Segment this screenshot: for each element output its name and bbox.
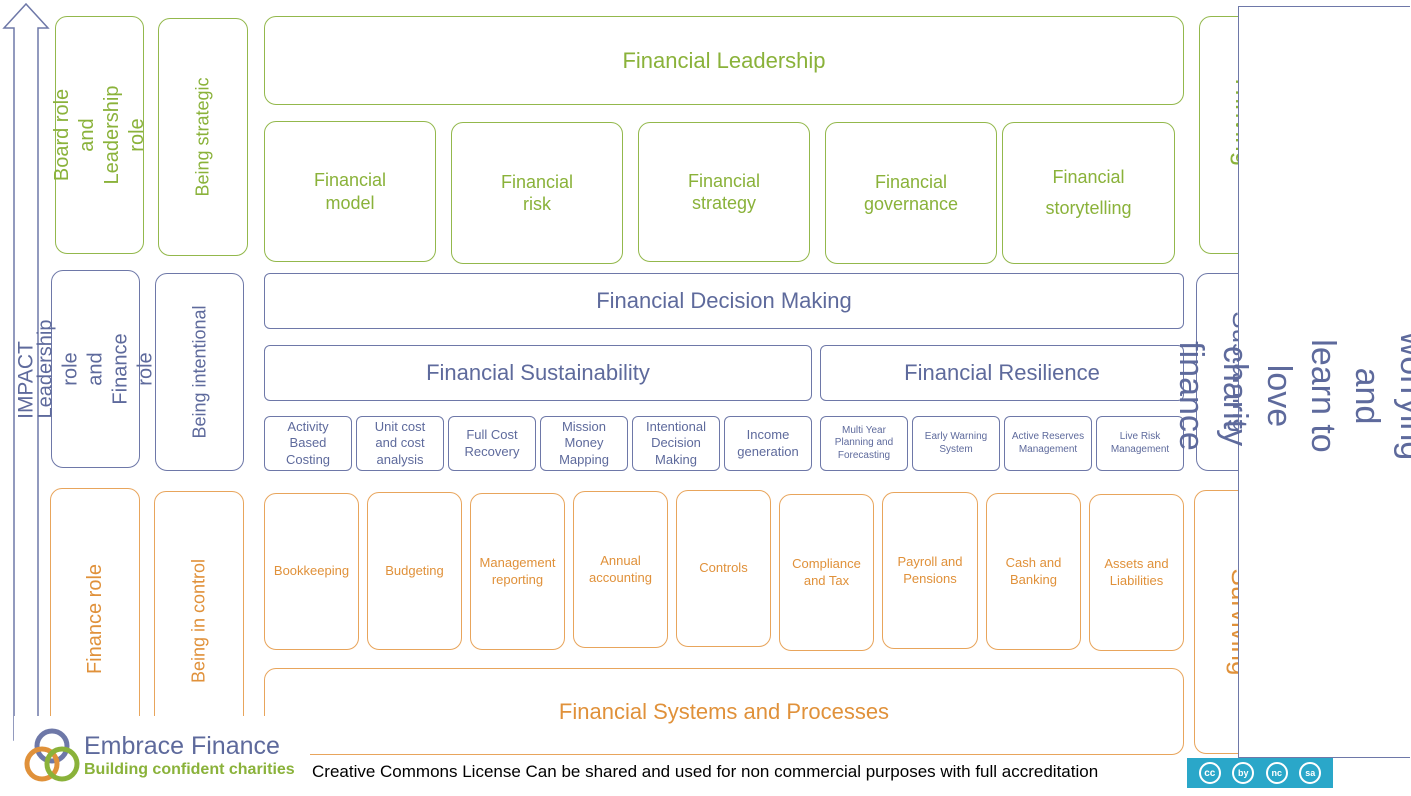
attribution-icon: by	[1232, 762, 1255, 784]
item-early-warning-system: Early Warning System	[912, 416, 1000, 471]
item-financial-risk: Financial risk	[451, 122, 623, 264]
cc-license-badge[interactable]: cc by nc sa	[1187, 758, 1333, 788]
mode-being-strategic: Being strategic	[158, 18, 248, 256]
item-financial-model: Financial model	[264, 121, 436, 262]
item-financial-governance: Financial governance	[825, 122, 997, 264]
logo: Embrace Finance Building confident chari…	[14, 716, 310, 794]
item-management-reporting: Management reporting	[470, 493, 565, 650]
logo-name: Embrace Finance	[84, 732, 280, 760]
mode-being-in-control: Being in control	[154, 491, 244, 750]
item-financial-strategy: Financial strategy	[638, 122, 810, 262]
logo-tagline: Building confident charities	[84, 761, 295, 778]
item-mission-money-mapping: Mission Money Mapping	[540, 416, 628, 471]
mode-being-intentional: Being intentional	[155, 273, 244, 471]
item-full-cost-recovery: Full Cost Recovery	[448, 416, 536, 471]
item-active-reserves-management: Active Reserves Management	[1004, 416, 1092, 471]
item-live-risk-management: Live Risk Management	[1096, 416, 1184, 471]
header-financial-resilience: Financial Resilience	[820, 345, 1184, 401]
role-board-leadership: Board role and Leadership role	[51, 16, 148, 254]
share-alike-icon: sa	[1299, 762, 1322, 784]
item-cash-and-banking: Cash and Banking	[986, 493, 1081, 650]
logo-rings-icon	[24, 728, 80, 782]
item-intentional-decision-making: Intentional Decision Making	[632, 416, 720, 471]
impact-arrow-icon	[2, 2, 50, 741]
role-leadership-finance: Leadership role and Finance role	[34, 270, 156, 468]
item-multi-year-planning: Multi Year Planning and Forecasting	[820, 416, 908, 471]
header-financial-systems-processes: Financial Systems and Processes	[264, 668, 1184, 755]
license-text: Creative Commons License Can be shared a…	[312, 762, 1099, 781]
item-activity-based-costing: Activity Based Costing	[264, 416, 352, 471]
header-financial-decision-making: Financial Decision Making	[264, 273, 1184, 329]
item-annual-accounting: Annual accounting	[573, 491, 668, 648]
item-income-generation: Income generation	[724, 416, 812, 471]
item-compliance-and-tax: Compliance and Tax	[779, 494, 874, 651]
item-budgeting: Budgeting	[367, 492, 462, 650]
role-finance: Finance role	[50, 488, 140, 750]
side-title-panel	[1238, 6, 1410, 758]
non-commercial-icon: nc	[1265, 762, 1288, 784]
item-payroll-and-pensions: Payroll and Pensions	[882, 492, 978, 649]
header-financial-leadership: Financial Leadership	[264, 16, 1184, 105]
item-assets-and-liabilities: Assets and Liabilities	[1089, 494, 1184, 651]
header-financial-sustainability: Financial Sustainability	[264, 345, 812, 401]
item-controls: Controls	[676, 490, 771, 647]
cc-icon: cc	[1198, 762, 1221, 784]
item-bookkeeping: Bookkeeping	[264, 493, 359, 650]
item-financial-storytelling: Financial storytelling	[1002, 122, 1175, 264]
item-unit-cost-analysis: Unit cost and cost analysis	[356, 416, 444, 471]
